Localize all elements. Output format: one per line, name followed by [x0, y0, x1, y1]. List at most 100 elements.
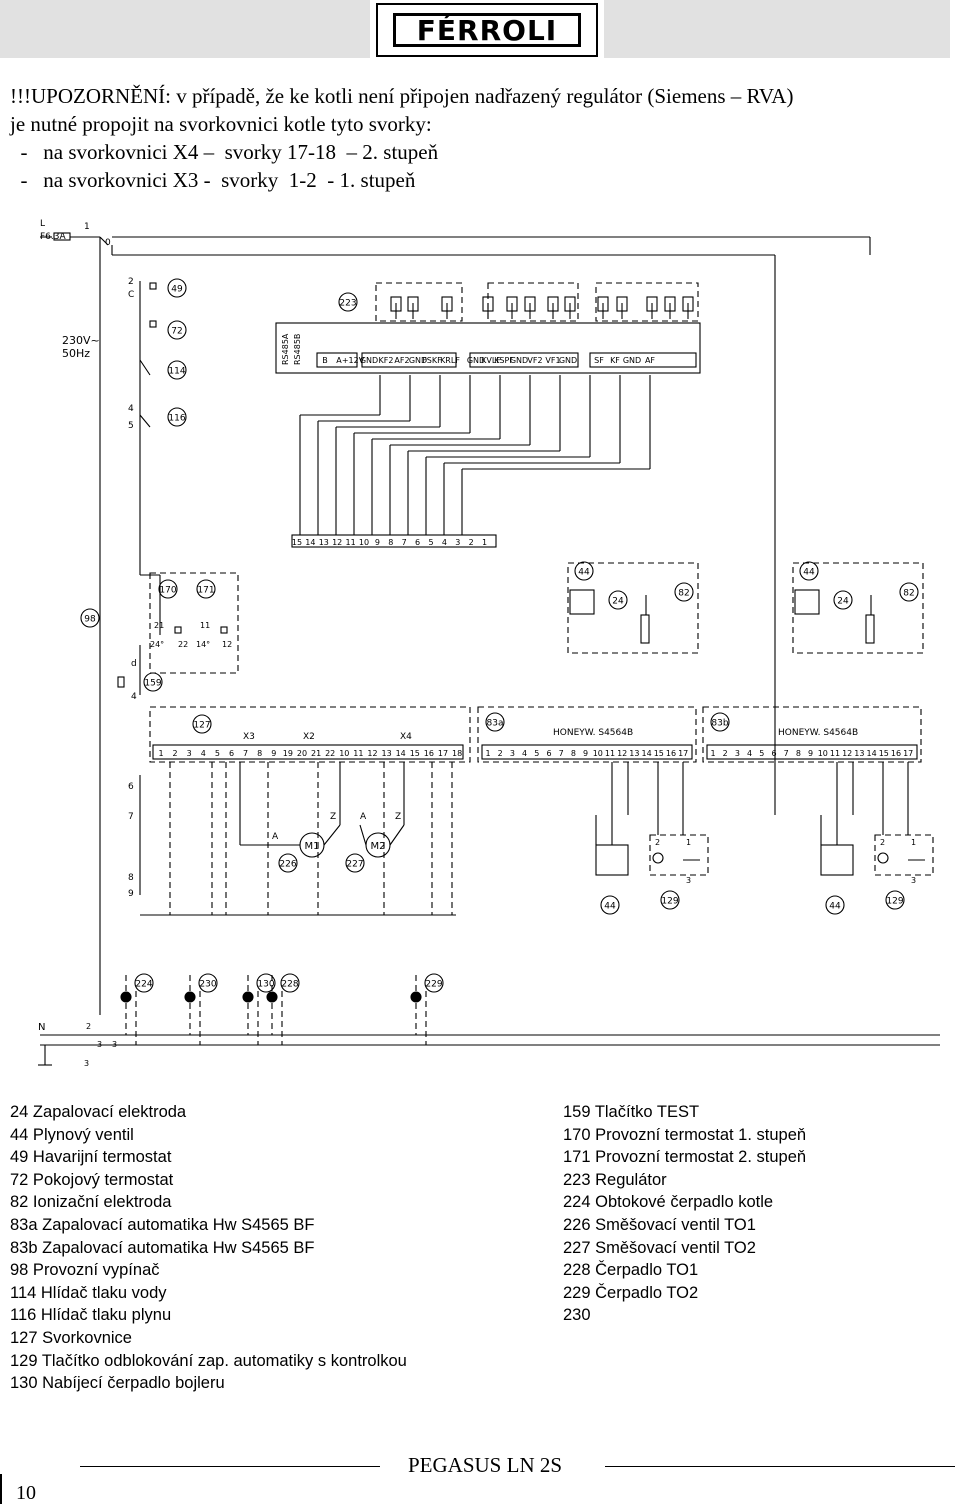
controller-pin-label: AF: [645, 356, 655, 365]
term-label: 1: [84, 222, 90, 232]
controller-pin-label: GND: [467, 356, 485, 365]
page-number: 10: [16, 1482, 36, 1504]
term-label: 14°: [196, 640, 210, 649]
sensor-symbol: [597, 296, 609, 312]
component-ref: 224: [135, 980, 152, 990]
legend-item: 129 Tlačítko odblokování zap. automatiky…: [10, 1351, 407, 1370]
automat-pin: 12: [617, 749, 627, 758]
box: [149, 320, 157, 328]
header-band-left: [0, 0, 370, 58]
motor-label: M1: [305, 841, 320, 852]
component-circle: [600, 895, 620, 915]
automat-pin: 14: [867, 749, 877, 758]
box: [589, 352, 697, 368]
motor-pin: Z: [395, 812, 401, 822]
automat-pin: 14: [642, 749, 652, 758]
component-ref: 72: [171, 327, 182, 337]
term-label: 11: [200, 621, 210, 630]
terminal-127-pin: 10: [339, 749, 349, 758]
pump-symbol: [410, 991, 422, 1003]
box: [152, 744, 464, 760]
legend-item: 224 Obtokové čerpadlo kotle: [563, 1193, 774, 1212]
term-label: 2: [128, 277, 134, 287]
component-ref: 170: [159, 586, 176, 596]
automat-pin: 7: [784, 749, 789, 758]
controller-pin-label: VF1: [545, 356, 560, 365]
footer-rule-right: [605, 1466, 955, 1467]
component-ref: 223: [339, 299, 356, 309]
component-ref: 114: [168, 367, 185, 377]
terminal-127-pin: 12: [367, 749, 377, 758]
terminal-127-pin: 2: [173, 749, 178, 758]
controller-terminal: 6: [415, 538, 420, 547]
component-ref: 159: [144, 679, 161, 689]
controller-label: RS485B: [293, 334, 302, 365]
term-label: 3: [112, 1040, 117, 1049]
terminal-127-pin: 14: [396, 749, 406, 758]
terminal-127-pin: 11: [353, 749, 363, 758]
warning-line: !!!UPOZORNĚNÍ: v případě, že ke kotli ne…: [10, 84, 794, 108]
component-ref: 227: [346, 860, 363, 870]
automat-pin: 15: [654, 749, 664, 758]
automat-model: HONEYW. S4564B: [553, 728, 633, 738]
automat-pin: 17: [903, 749, 913, 758]
controller-pin-label: FSKF: [422, 356, 442, 365]
terminal-127-pin: 13: [382, 749, 392, 758]
controller-pin-label: KRLF: [440, 356, 460, 365]
legend-item: 98 Provozní vypínač: [10, 1261, 160, 1280]
component-ref: 130: [257, 980, 274, 990]
automat-pin: 4: [522, 749, 527, 758]
box: [174, 626, 182, 634]
sensor-symbol: [682, 296, 694, 312]
automat-pin: 9: [808, 749, 813, 758]
automat-pin: 6: [546, 749, 551, 758]
controller-terminal: 1: [482, 538, 487, 547]
term-label: 3: [911, 876, 916, 885]
term-label: 4: [131, 692, 137, 702]
controller-pin-label: GND: [559, 356, 577, 365]
supply-label: 230V~: [62, 334, 100, 347]
term-label: 1: [911, 838, 916, 847]
sensor-symbol: [390, 296, 402, 312]
legend-item: 49 Havarijní termostat: [10, 1148, 172, 1167]
legend-item: 170 Provozní termostat 1. stupeň: [563, 1125, 807, 1144]
box: [361, 352, 457, 368]
box: [706, 744, 918, 760]
controller-terminal: 15: [292, 538, 302, 547]
component-ref: 49: [171, 285, 183, 295]
term-label: d: [131, 659, 137, 669]
terminal-127-pin: 21: [311, 749, 321, 758]
controller-terminal: 13: [319, 538, 329, 547]
automat-pin: 13: [629, 749, 639, 758]
sensor-symbol: [506, 296, 518, 312]
controller-pin-label: GND: [623, 356, 641, 365]
term-label: 9: [128, 889, 134, 899]
component-circle: [710, 712, 730, 732]
component-circle: [608, 590, 628, 610]
wire: [139, 414, 151, 428]
component-circle: [198, 973, 218, 993]
component-circle: [278, 853, 298, 873]
sensor-symbol: [482, 296, 494, 312]
controller-terminal: 11: [346, 538, 356, 547]
component-ref: 24: [612, 597, 624, 607]
component-circle: [485, 712, 505, 732]
term-label: 2: [655, 838, 660, 847]
term-label: 7: [128, 812, 134, 822]
component-circle: [424, 973, 444, 993]
controller-pin-label: KF2: [379, 356, 394, 365]
motor-pin: A: [360, 812, 367, 822]
box: [820, 844, 854, 876]
box: [477, 706, 697, 763]
sensor-symbol: [616, 296, 628, 312]
component-circle: [167, 320, 187, 340]
box: [469, 352, 579, 368]
automat-pin: 8: [571, 749, 576, 758]
term-label: 6: [128, 782, 134, 792]
automat-pin: 7: [559, 749, 564, 758]
footer-title: PEGASUS LN 2S: [408, 1453, 563, 1477]
terminal-127-pin: 3: [187, 749, 192, 758]
terminal-127-pin: 6: [229, 749, 234, 758]
component-ref: 226: [279, 860, 296, 870]
